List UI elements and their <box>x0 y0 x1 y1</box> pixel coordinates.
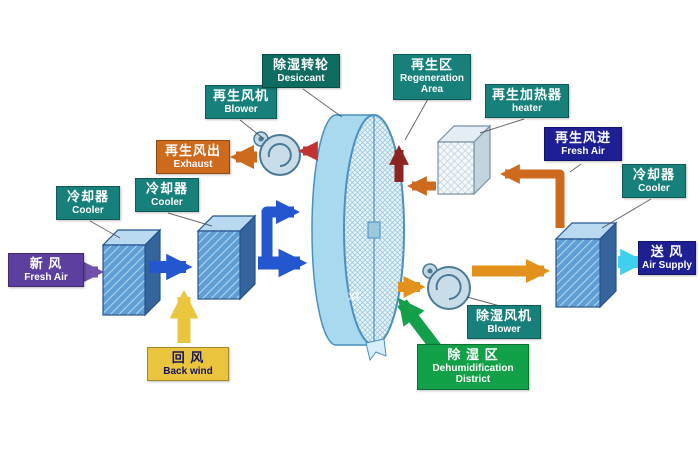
label-regen-area-zh: 再生区 <box>410 57 453 72</box>
label-fresh-air-inlet-zh: 新 风 <box>29 256 63 271</box>
label-regen-fresh-air-zh: 再生风进 <box>554 130 611 145</box>
label-regen-area: 再生区 Regeneration Area <box>393 54 471 100</box>
label-cooler-3-en: Cooler <box>638 182 670 194</box>
label-fresh-air-inlet-en: Fresh Air <box>24 271 68 283</box>
label-regen-blower: 再生风机 Blower <box>205 85 277 120</box>
cooler-block-2 <box>196 214 257 301</box>
label-fresh-air-inlet: 新 风 Fresh Air <box>8 253 84 288</box>
label-air-supply-en: Air Supply <box>641 259 692 271</box>
label-cooler-1: 冷却器 Cooler <box>56 186 120 221</box>
dehum-blower-symbol <box>422 263 471 310</box>
regen-blower-symbol <box>253 131 301 176</box>
label-regen-blower-en: Blower <box>224 103 258 115</box>
label-back-wind-zh: 回 风 <box>171 350 205 365</box>
label-dehum-district-en: Dehumidification District <box>432 362 514 386</box>
arrow-dehum-district <box>397 297 442 353</box>
label-regen-blower-zh: 再生风机 <box>212 88 269 103</box>
label-exhaust-zh: 再生风出 <box>164 143 221 158</box>
arrow-regen-air-to-heater <box>500 164 565 228</box>
rotary-wheel <box>311 114 405 362</box>
label-desiccant-wheel: 除湿转轮 Desiccant <box>262 54 340 89</box>
label-exhaust: 再生风出 Exhaust <box>156 140 230 175</box>
label-regen-fresh-air-en: Fresh Air <box>561 145 605 157</box>
label-dehum-district: 除 湿 区 Dehumidification District <box>417 344 529 390</box>
arrow-cooler2-to-wheel-upper <box>261 199 301 261</box>
label-cooler-3-zh: 冷却器 <box>632 167 675 182</box>
label-regen-fresh-air: 再生风进 Fresh Air <box>544 127 622 162</box>
connector-lines <box>89 88 652 307</box>
label-desiccant-wheel-zh: 除湿转轮 <box>272 57 329 72</box>
label-dehum-blower: 除湿风机 Blower <box>467 305 541 340</box>
label-cooler-2-en: Cooler <box>151 196 183 208</box>
label-exhaust-en: Exhaust <box>173 158 213 170</box>
label-back-wind-en: Back wind <box>163 365 213 377</box>
label-dehum-blower-en: Blower <box>487 323 521 335</box>
label-cooler-2-zh: 冷却器 <box>145 181 188 196</box>
label-cooler-2: 冷却器 Cooler <box>135 178 199 213</box>
label-cooler-3: 冷却器 Cooler <box>622 164 686 199</box>
label-regen-heater-en: heater <box>511 102 542 114</box>
label-regen-heater: 再生加热器 heater <box>485 84 569 119</box>
wheel-hub <box>367 221 381 239</box>
cooler-block-3 <box>554 221 618 309</box>
heater-block <box>436 124 492 196</box>
curl-ribbon-icon <box>365 338 387 362</box>
label-dehum-blower-zh: 除湿风机 <box>475 308 532 323</box>
label-air-supply: 送 风 Air Supply <box>638 241 696 276</box>
label-dehum-district-zh: 除 湿 区 <box>447 347 499 362</box>
label-back-wind: 回 风 Back wind <box>147 347 229 382</box>
watermark-text: xt <box>348 288 360 303</box>
label-desiccant-wheel-en: Desiccant <box>277 72 325 84</box>
label-regen-heater-zh: 再生加热器 <box>491 87 562 102</box>
label-air-supply-zh: 送 风 <box>650 244 684 259</box>
label-cooler-1-zh: 冷却器 <box>66 189 109 204</box>
label-cooler-1-en: Cooler <box>72 204 104 216</box>
label-regen-area-en: Regeneration Area <box>400 72 464 96</box>
flow-arrows <box>79 141 647 353</box>
